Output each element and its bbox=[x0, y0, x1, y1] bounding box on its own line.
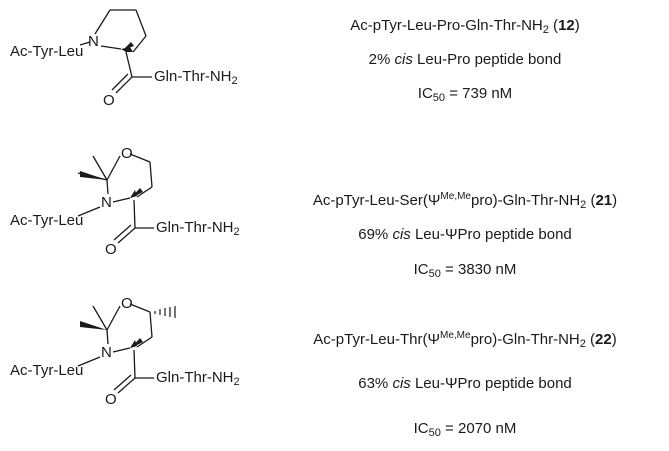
methyl-oxazolidine-ring-drawing bbox=[77, 303, 176, 394]
cis-percentage-line: 2% cis Leu-Pro peptide bond bbox=[368, 51, 562, 68]
structure-compound-12: Ac-Tyr-Leu N O Gln-Thr-NH2 bbox=[0, 0, 300, 150]
ring-oxygen-label: O bbox=[121, 295, 133, 312]
sequence-line: Ac-pTyr-Leu-Ser(ΨMe,Mepro)-Gln-Thr-NH2 (… bbox=[312, 191, 618, 211]
ring-oxygen-label: O bbox=[121, 145, 133, 162]
left-residue-label: Ac-Tyr-Leu bbox=[10, 43, 84, 60]
sequence-line: Ac-pTyr-Leu-Pro-Gln-Thr-NH2 (12) bbox=[350, 17, 580, 36]
right-residue-label: Gln-Thr-NH2 bbox=[154, 68, 238, 87]
cis-percentage-line: 63% cis Leu-ΨPro peptide bond bbox=[358, 375, 572, 392]
oxazolidine-ring-drawing bbox=[77, 153, 154, 244]
carbonyl-oxygen-label: O bbox=[105, 241, 117, 258]
ring-nitrogen-label: N bbox=[88, 33, 99, 50]
proline-ring-drawing bbox=[79, 9, 152, 94]
compound-number: 21 bbox=[595, 192, 613, 209]
compound-number: 22 bbox=[595, 331, 612, 348]
carbonyl-oxygen-label: O bbox=[103, 92, 115, 109]
left-residue-label: Ac-Tyr-Leu bbox=[10, 212, 84, 229]
cis-percentage-line: 69% cis Leu-ΨPro peptide bond bbox=[358, 226, 572, 243]
left-residue-label: Ac-Tyr-Leu bbox=[10, 362, 84, 379]
carbonyl-oxygen-label: O bbox=[105, 391, 117, 408]
right-residue-label: Gln-Thr-NH2 bbox=[156, 219, 240, 238]
sequence-line: Ac-pTyr-Leu-Thr(ΨMe,Mepro)-Gln-Thr-NH2 (… bbox=[313, 330, 617, 350]
ring-nitrogen-label: N bbox=[101, 194, 112, 211]
compound-number: 12 bbox=[558, 17, 575, 34]
ic50-line: IC50 = 739 nM bbox=[417, 85, 513, 104]
structure-compound-22: O N Ac-Tyr-Leu O Gln-Thr-NH2 bbox=[0, 290, 300, 440]
structure-compound-21: O N Ac-Tyr-Leu O Gln-Thr-NH2 bbox=[0, 140, 300, 290]
ring-nitrogen-label: N bbox=[101, 344, 112, 361]
ic50-line: IC50 = 2070 nM bbox=[413, 420, 517, 439]
right-residue-label: Gln-Thr-NH2 bbox=[156, 369, 240, 388]
ic50-line: IC50 = 3830 nM bbox=[413, 261, 517, 280]
